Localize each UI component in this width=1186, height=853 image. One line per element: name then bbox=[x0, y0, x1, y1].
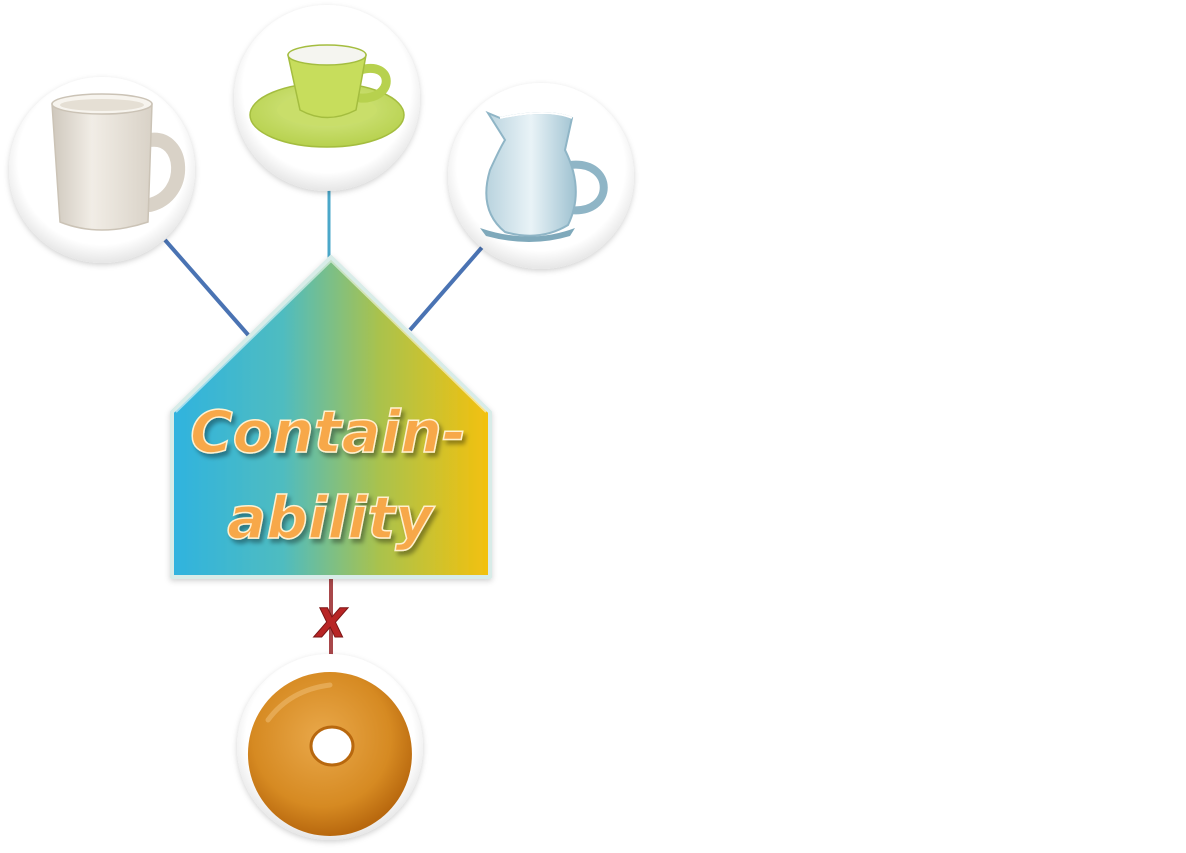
donut-icon bbox=[247, 672, 412, 836]
mug-icon bbox=[51, 93, 186, 231]
concept-shape bbox=[170, 255, 492, 579]
negative-mark: X bbox=[313, 601, 349, 647]
object-espresso-cup bbox=[234, 5, 420, 191]
link-pitcher bbox=[408, 243, 486, 332]
link-mug bbox=[163, 238, 252, 339]
concept-label-line2: ability bbox=[227, 484, 435, 552]
concept-label-line1: Contain- bbox=[190, 398, 466, 466]
object-pitcher bbox=[448, 83, 634, 269]
espresso-cup-icon bbox=[249, 44, 405, 148]
object-donut bbox=[237, 654, 423, 840]
object-mug bbox=[9, 77, 195, 263]
pitcher-icon bbox=[480, 110, 608, 242]
